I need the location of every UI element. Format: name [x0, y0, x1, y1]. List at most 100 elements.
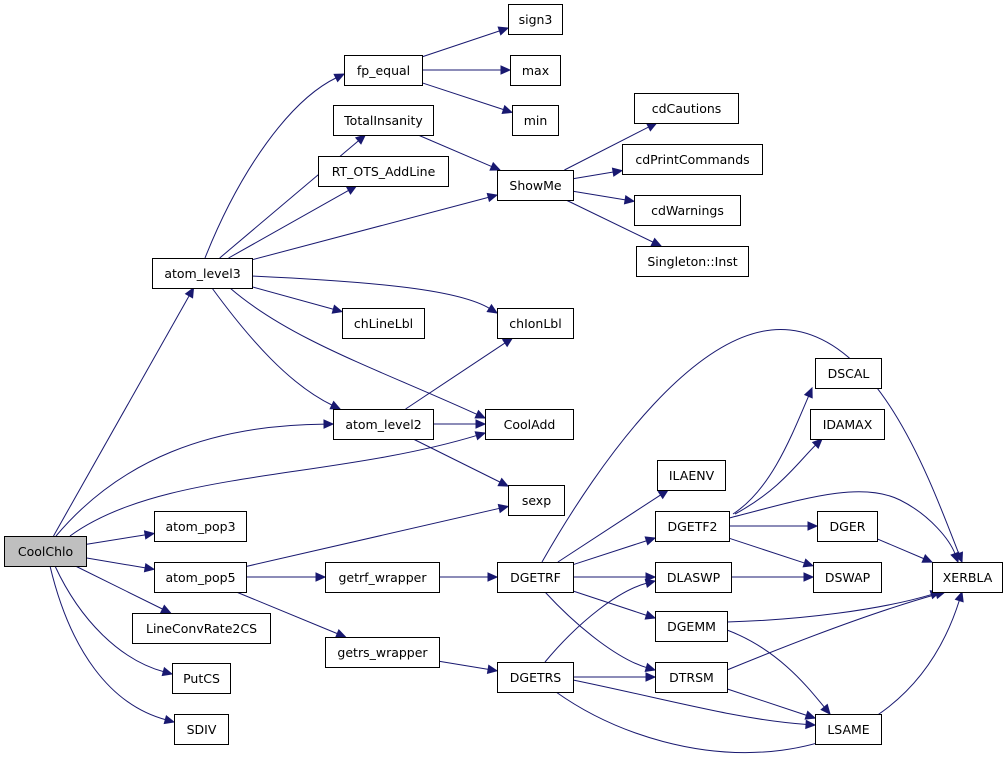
- edge-atom-level2-to-chionlbl: [405, 341, 507, 410]
- edge-showme-to-cdprintcommands-arrowhead: [611, 167, 624, 177]
- node-singleton-inst[interactable]: Singleton::Inst: [636, 246, 749, 277]
- edge-totalinsanity-to-showme-arrowhead: [489, 161, 502, 171]
- node-dgetrf[interactable]: DGETRF: [497, 562, 574, 593]
- edge-showme-to-singleton-inst: [565, 199, 655, 243]
- node-coolchlo[interactable]: CoolChlo: [4, 536, 87, 567]
- edge-getrs-wrapper-to-dgetrs-arrowhead: [486, 664, 499, 674]
- node-rt-ots-addline-label: RT_OTS_AddLine: [332, 164, 436, 179]
- node-atom-level2-box: [333, 409, 434, 440]
- node-getrf-wrapper-box: [325, 562, 440, 593]
- edge-dgetrs-to-lsame: [572, 679, 808, 725]
- node-atom-level2-label: atom_level2: [345, 417, 421, 432]
- node-totalinsanity-label: TotalInsanity: [343, 113, 423, 128]
- node-atom-level3-label: atom_level3: [164, 266, 240, 281]
- node-xerbla[interactable]: XERBLA: [932, 562, 1003, 593]
- edge-dgetrf-to-ilaenv-arrowhead: [657, 489, 670, 500]
- node-chlinelbl[interactable]: chLineLbl: [342, 308, 425, 339]
- node-idamax[interactable]: IDAMAX: [810, 409, 885, 440]
- edge-atom-level2-to-cooladd-arrowhead: [475, 419, 487, 429]
- node-dtrsm[interactable]: DTRSM: [655, 662, 728, 693]
- edge-coolchlo-to-sdiv: [49, 565, 167, 721]
- edge-dlaswp-to-dswap-arrowhead: [803, 572, 815, 582]
- node-cooladd-label: CoolAdd: [504, 417, 556, 432]
- edge-dgetf2-to-dscal: [732, 395, 810, 515]
- node-ilaenv[interactable]: ILAENV: [657, 460, 726, 491]
- node-getrf-wrapper[interactable]: getrf_wrapper: [325, 562, 440, 593]
- node-sdiv-box: [174, 714, 229, 745]
- node-cooladd[interactable]: CoolAdd: [485, 409, 574, 440]
- node-dswap[interactable]: DSWAP: [813, 562, 882, 593]
- node-sign3-label: sign3: [519, 12, 553, 27]
- node-showme[interactable]: ShowMe: [497, 170, 574, 201]
- edge-atom-level3-to-atom-level2: [211, 287, 334, 406]
- node-dlaswp-label: DLASWP: [667, 570, 721, 585]
- node-getrf-wrapper-label: getrf_wrapper: [338, 570, 427, 585]
- node-min[interactable]: min: [512, 105, 559, 136]
- node-rt-ots-addline[interactable]: RT_OTS_AddLine: [318, 156, 449, 187]
- node-dlaswp[interactable]: DLASWP: [655, 562, 732, 593]
- node-totalinsanity[interactable]: TotalInsanity: [333, 105, 434, 136]
- node-sign3[interactable]: sign3: [508, 4, 563, 35]
- node-fp-equal[interactable]: fp_equal: [344, 55, 423, 86]
- node-dlaswp-box: [655, 562, 732, 593]
- node-max[interactable]: max: [510, 55, 561, 86]
- edge-atom-level3-to-rt-ots-addline: [228, 189, 350, 259]
- node-dgetf2[interactable]: DGETF2: [655, 511, 730, 542]
- edge-dgetrf-to-dgetf2: [572, 540, 648, 566]
- node-lsame[interactable]: LSAME: [815, 714, 882, 745]
- node-max-box: [510, 55, 561, 86]
- edge-showme-to-cdprintcommands: [572, 171, 615, 180]
- node-chionlbl-label: chIonLbl: [509, 316, 561, 331]
- node-atom-pop3-label: atom_pop3: [165, 519, 235, 534]
- node-atom-level3[interactable]: atom_level3: [152, 258, 253, 289]
- node-xerbla-label: XERBLA: [943, 570, 993, 585]
- node-dgetrs[interactable]: DGETRS: [497, 662, 574, 693]
- node-chlinelbl-box: [342, 308, 425, 339]
- edge-atom-level3-to-rt-ots-addline-arrowhead: [345, 185, 358, 195]
- edge-dgetf2-to-dswap-arrowhead: [802, 558, 815, 568]
- node-ilaenv-box: [657, 460, 726, 491]
- edge-atom-pop5-to-sexp-arrowhead: [497, 503, 510, 514]
- node-atom-pop3[interactable]: atom_pop3: [154, 511, 247, 542]
- edge-dtrsm-to-lsame: [726, 688, 808, 717]
- node-atom-level2[interactable]: atom_level2: [333, 409, 434, 440]
- node-dgemm[interactable]: DGEMM: [655, 611, 728, 642]
- node-chionlbl[interactable]: chIonLbl: [497, 308, 574, 339]
- edge-fp-equal-to-max-arrowhead: [500, 65, 512, 75]
- node-sdiv[interactable]: SDIV: [174, 714, 229, 745]
- node-getrs-wrapper[interactable]: getrs_wrapper: [325, 637, 440, 668]
- edge-dgetrf-to-dgemm-arrowhead: [644, 610, 657, 620]
- node-dscal[interactable]: DSCAL: [815, 358, 882, 389]
- edge-coolchlo-to-atom-pop3: [85, 534, 147, 545]
- edge-coolchlo-to-putcs: [54, 565, 165, 673]
- node-cdwarnings[interactable]: cdWarnings: [634, 195, 741, 226]
- edge-dgetrs-to-xerbla: [555, 599, 961, 754]
- node-cooladd-box: [485, 409, 574, 440]
- node-dger[interactable]: DGER: [817, 511, 878, 542]
- edge-dgetrf-to-dtrsm-arrowhead: [644, 662, 657, 672]
- edge-fp-equal-to-min: [421, 82, 505, 111]
- node-ilaenv-label: ILAENV: [669, 468, 715, 483]
- edge-showme-to-cdwarnings: [572, 190, 627, 201]
- node-atom-pop5-label: atom_pop5: [165, 570, 235, 585]
- node-putcs[interactable]: PutCS: [172, 663, 231, 694]
- edge-atom-level3-to-fp-equal: [204, 77, 338, 259]
- edge-dgetf2-to-dswap: [728, 537, 806, 564]
- node-getrs-wrapper-label: getrs_wrapper: [337, 645, 428, 660]
- edge-atom-level3-to-chionlbl: [251, 275, 491, 310]
- edge-dgetrf-to-ilaenv: [557, 493, 662, 563]
- node-cdprintcommands-label: cdPrintCommands: [635, 152, 749, 167]
- node-coolchlo-label: CoolChlo: [18, 544, 73, 559]
- node-dgetrf-box: [497, 562, 574, 593]
- edge-atom-level3-to-totalinsanity-arrowhead: [354, 134, 367, 145]
- node-rt-ots-addline-box: [318, 156, 449, 187]
- node-cdcautions[interactable]: cdCautions: [634, 93, 739, 124]
- node-max-label: max: [522, 63, 549, 78]
- edge-dger-to-xerbla-arrowhead: [921, 554, 934, 563]
- node-cdprintcommands[interactable]: cdPrintCommands: [622, 144, 763, 175]
- node-lineconvrate2cs[interactable]: LineConvRate2CS: [132, 613, 271, 644]
- node-sexp[interactable]: sexp: [508, 485, 565, 516]
- node-cdwarnings-label: cdWarnings: [651, 203, 724, 218]
- node-atom-pop5[interactable]: atom_pop5: [154, 562, 247, 593]
- node-singleton-inst-label: Singleton::Inst: [647, 254, 737, 269]
